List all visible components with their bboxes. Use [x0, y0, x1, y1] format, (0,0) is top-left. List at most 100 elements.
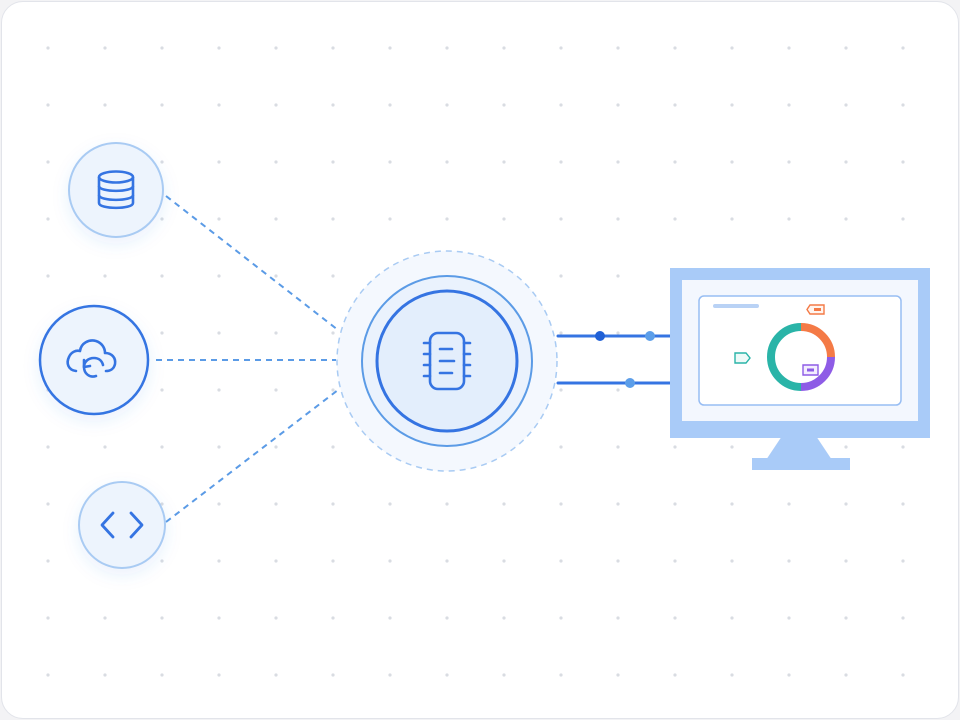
- grid-dot: [559, 559, 563, 563]
- grid-dot: [901, 559, 905, 563]
- grid-dot: [217, 445, 221, 449]
- grid-dot: [502, 616, 506, 620]
- grid-dot: [160, 331, 164, 335]
- grid-dot: [331, 559, 335, 563]
- grid-dot: [445, 673, 449, 677]
- grid-dot: [274, 673, 278, 677]
- grid-dot: [730, 502, 734, 506]
- grid-dot: [730, 673, 734, 677]
- grid-dot: [616, 103, 620, 107]
- grid-dot: [844, 502, 848, 506]
- source-connectors: [156, 195, 339, 523]
- grid-dot: [160, 559, 164, 563]
- grid-dot: [160, 103, 164, 107]
- grid-dot: [730, 559, 734, 563]
- monitor-dashboard-panel: [698, 295, 902, 406]
- output-connector-dot-dark: [595, 331, 605, 341]
- grid-dot: [331, 502, 335, 506]
- grid-dot: [160, 160, 164, 164]
- grid-dot: [46, 217, 50, 221]
- grid-dot: [502, 559, 506, 563]
- code-node[interactable]: [78, 481, 166, 569]
- grid-dot: [217, 388, 221, 392]
- grid-dot: [160, 46, 164, 50]
- grid-dot: [445, 160, 449, 164]
- grid-dot: [217, 673, 221, 677]
- grid-dot: [331, 331, 335, 335]
- grid-dot: [616, 331, 620, 335]
- grid-dot: [160, 616, 164, 620]
- grid-dot: [331, 616, 335, 620]
- grid-dot: [559, 445, 563, 449]
- grid-dot: [217, 160, 221, 164]
- grid-dot: [103, 445, 107, 449]
- grid-dot: [274, 616, 278, 620]
- grid-dot: [901, 502, 905, 506]
- grid-dot: [274, 559, 278, 563]
- grid-dot: [274, 46, 278, 50]
- output-connector-dot-light: [645, 331, 655, 341]
- grid-dot: [559, 217, 563, 221]
- grid-dot: [46, 274, 50, 278]
- grid-dot: [730, 46, 734, 50]
- connector-code-to-processor: [165, 389, 339, 523]
- grid-dot: [502, 673, 506, 677]
- grid-dot: [673, 616, 677, 620]
- connector-database-to-processor: [165, 195, 339, 331]
- grid-dot: [160, 445, 164, 449]
- grid-dot: [331, 274, 335, 278]
- output-connectors: [556, 331, 672, 388]
- grid-dot: [331, 673, 335, 677]
- grid-dot: [217, 502, 221, 506]
- grid-dot: [787, 46, 791, 50]
- grid-dot: [616, 274, 620, 278]
- grid-dot: [673, 502, 677, 506]
- grid-dot: [331, 160, 335, 164]
- grid-dot: [217, 274, 221, 278]
- grid-dot: [730, 103, 734, 107]
- grid-dot: [559, 46, 563, 50]
- grid-dot: [616, 502, 620, 506]
- grid-dot: [673, 160, 677, 164]
- grid-dot: [673, 445, 677, 449]
- grid-dot: [787, 160, 791, 164]
- grid-dot: [46, 160, 50, 164]
- grid-dot: [673, 103, 677, 107]
- database-icon: [97, 170, 135, 210]
- grid-dot: [445, 217, 449, 221]
- grid-dot: [331, 388, 335, 392]
- grid-dot: [559, 673, 563, 677]
- grid-dot: [217, 331, 221, 335]
- grid-dot: [388, 502, 392, 506]
- cloud-sync-icon: [66, 339, 117, 378]
- grid-dot: [730, 217, 734, 221]
- grid-dot: [274, 160, 278, 164]
- grid-dot: [787, 502, 791, 506]
- grid-dot: [673, 46, 677, 50]
- grid-dot: [160, 673, 164, 677]
- grid-dot: [844, 46, 848, 50]
- grid-dot: [331, 445, 335, 449]
- grid-dot: [217, 46, 221, 50]
- grid-dot: [103, 616, 107, 620]
- grid-dot: [787, 616, 791, 620]
- monitor-neck: [766, 436, 832, 460]
- cloud-sync-node[interactable]: [38, 304, 150, 416]
- grid-dot: [901, 103, 905, 107]
- grid-dot: [502, 217, 506, 221]
- grid-dot: [274, 274, 278, 278]
- grid-dot: [217, 103, 221, 107]
- grid-dot: [844, 445, 848, 449]
- grid-dot: [445, 502, 449, 506]
- grid-dot: [844, 160, 848, 164]
- grid-dot: [388, 673, 392, 677]
- grid-dot: [559, 502, 563, 506]
- grid-dot: [46, 46, 50, 50]
- grid-dot: [274, 103, 278, 107]
- grid-dot: [274, 217, 278, 221]
- grid-dot: [160, 388, 164, 392]
- grid-dot: [616, 160, 620, 164]
- grid-dot: [103, 103, 107, 107]
- grid-dot: [217, 559, 221, 563]
- grid-dot: [445, 559, 449, 563]
